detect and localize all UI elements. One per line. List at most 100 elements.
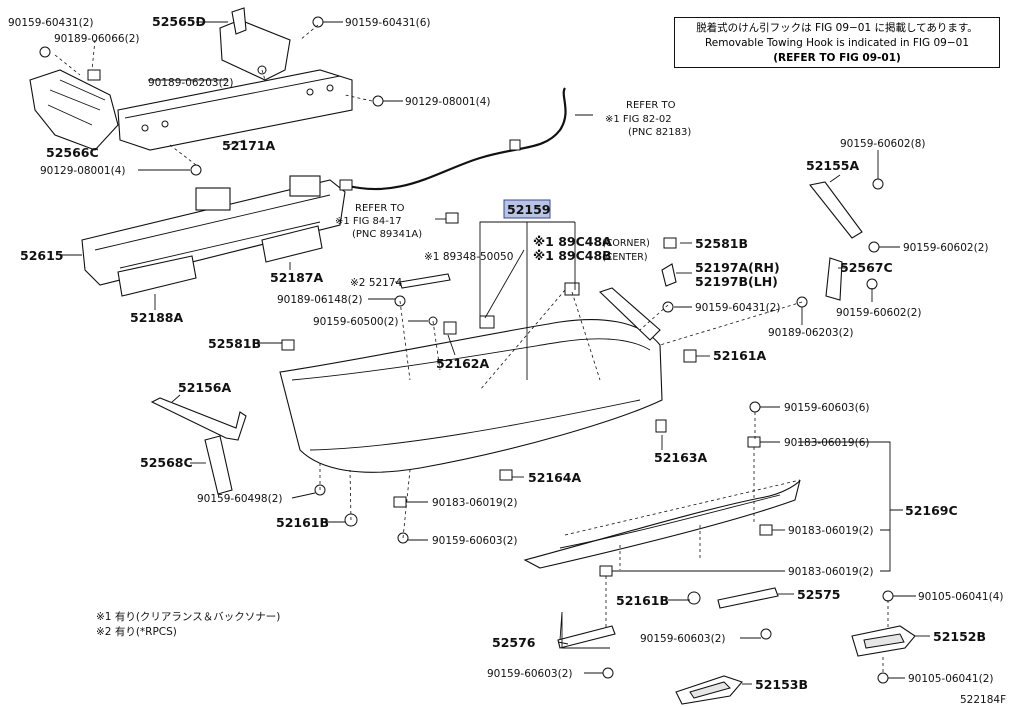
retainer-52174[interactable]	[399, 273, 451, 289]
label-52581b-right[interactable]: 52581B	[695, 236, 748, 251]
part-52161a[interactable]	[683, 349, 697, 363]
label-52169c[interactable]: 52169C	[905, 503, 958, 518]
label-89348-50050[interactable]: ※1 89348-50050	[424, 251, 513, 263]
sensor-89348-50050[interactable]	[479, 315, 495, 329]
refer-harness-b-line1[interactable]: REFER TO	[355, 203, 405, 214]
part-52162a[interactable]	[443, 321, 457, 335]
bolt-90129-08001-bottom[interactable]	[190, 164, 202, 176]
bolt-90129-08001-top[interactable]	[372, 95, 384, 107]
nut-90159-60431-right[interactable]	[662, 301, 674, 313]
part-52155a[interactable]	[809, 181, 863, 239]
part-52188a[interactable]	[117, 255, 197, 297]
clip-90189-06066[interactable]	[87, 69, 101, 81]
label-90159-60602-2-low[interactable]: 90159-60602(2)	[836, 307, 921, 319]
label-52162a[interactable]: 52162A	[436, 356, 489, 371]
sensor-89c48[interactable]	[564, 282, 580, 296]
label-89c48a[interactable]: ※1 89C48A	[533, 234, 612, 249]
screw-90159-60602-top[interactable]	[872, 178, 884, 190]
label-52156a[interactable]: 52156A	[178, 380, 231, 395]
label-52575[interactable]: 52575	[797, 587, 841, 602]
label-52568c[interactable]: 52568C	[140, 455, 193, 470]
part-52161b-right[interactable]	[687, 591, 701, 605]
label-52161a[interactable]: 52161A	[713, 348, 766, 363]
label-52164a[interactable]: 52164A	[528, 470, 581, 485]
refer-harness-a-line3[interactable]: (PNC 82183)	[628, 127, 691, 138]
screw-90105-06041-top[interactable]	[882, 590, 894, 602]
part-52156a[interactable]	[150, 397, 247, 441]
label-90129-08001-4-top[interactable]: 90129-08001(4)	[405, 96, 490, 108]
screw-90159-60603-right[interactable]	[749, 401, 761, 413]
label-90159-60431-2-right[interactable]: 90159-60431(2)	[695, 302, 780, 314]
part-52615[interactable]	[81, 175, 346, 286]
part-52152b[interactable]	[851, 625, 916, 657]
label-90105-06041-4[interactable]: 90105-06041(4)	[918, 591, 1003, 603]
label-52159[interactable]: 52159	[507, 202, 551, 217]
part-52565d[interactable]	[219, 7, 291, 81]
label-52197a-rh[interactable]: 52197A(RH)	[695, 260, 780, 275]
label-52567c[interactable]: 52567C	[840, 260, 893, 275]
part-52576[interactable]	[557, 625, 616, 649]
label-52161b-left[interactable]: 52161B	[276, 515, 329, 530]
part-52159-bumper-cover[interactable]	[279, 287, 663, 473]
retainer-52197[interactable]	[661, 263, 677, 287]
label-90159-60602-2-mid[interactable]: 90159-60602(2)	[903, 242, 988, 254]
part-52187a[interactable]	[261, 225, 323, 263]
label-52163a[interactable]: 52163A	[654, 450, 707, 465]
nut-90183-06019-left[interactable]	[393, 496, 407, 508]
label-90105-06041-2[interactable]: 90105-06041(2)	[908, 673, 993, 685]
label-90159-60500-2[interactable]: 90159-60500(2)	[313, 316, 398, 328]
part-52171a[interactable]	[117, 69, 353, 151]
label-90159-60498-2[interactable]: 90159-60498(2)	[197, 493, 282, 505]
wire-harness[interactable]	[339, 87, 567, 191]
part-52568c[interactable]	[204, 435, 233, 495]
label-52174[interactable]: ※2 52174	[350, 277, 403, 289]
screw-90159-60602-mid[interactable]	[868, 241, 880, 253]
part-52566c[interactable]	[29, 69, 119, 151]
label-52152b[interactable]: 52152B	[933, 629, 986, 644]
label-52566c[interactable]: 52566C	[46, 145, 99, 160]
label-52576[interactable]: 52576	[492, 635, 536, 650]
refer-harness-b-line3[interactable]: (PNC 89341A)	[352, 229, 422, 240]
label-90159-60431-2[interactable]: 90159-60431(2)	[8, 17, 93, 29]
label-52565d[interactable]: 52565D	[152, 14, 206, 29]
part-52153b[interactable]	[675, 675, 743, 705]
label-90159-60603-6[interactable]: 90159-60603(6)	[784, 402, 869, 414]
label-52197b-lh[interactable]: 52197B(LH)	[695, 274, 778, 289]
label-90189-06066-2[interactable]: 90189-06066(2)	[54, 33, 139, 45]
part-52169c[interactable]	[523, 479, 801, 569]
label-90159-60431-6[interactable]: 90159-60431(6)	[345, 17, 430, 29]
label-90159-60603-2-52576[interactable]: 90159-60603(2)	[487, 668, 572, 680]
part-52164a[interactable]	[499, 469, 513, 481]
label-52171a[interactable]: 52171A	[222, 138, 275, 153]
label-90183-06019-2-c[interactable]: 90183-06019(2)	[788, 566, 873, 578]
screw-90159-60603-52575[interactable]	[760, 628, 772, 640]
label-89c48b[interactable]: ※1 89C48B	[533, 248, 612, 263]
refer-harness-b-line2[interactable]: ※1 FIG 84-17	[335, 216, 402, 227]
nut-52581b-left[interactable]	[281, 339, 295, 351]
refer-harness-a-line2[interactable]: ※1 FIG 82-02	[605, 114, 672, 125]
label-90159-60603-2-52575[interactable]: 90159-60603(2)	[640, 633, 725, 645]
label-90189-06203-2-top[interactable]: 90189-06203(2)	[148, 77, 233, 89]
clip-89341a[interactable]	[445, 212, 459, 224]
nut-90183-06019-c[interactable]	[599, 565, 613, 577]
label-90183-06019-2-left[interactable]: 90183-06019(2)	[432, 497, 517, 509]
nut-52581b-right[interactable]	[663, 237, 677, 249]
notice-line-ref[interactable]: (REFER TO FIG 09-01)	[773, 52, 901, 64]
label-52161b-right[interactable]: 52161B	[616, 593, 669, 608]
screw-90159-60602-low[interactable]	[866, 278, 878, 290]
nut-90159-60431-left[interactable]	[39, 46, 51, 58]
label-52155a[interactable]: 52155A	[806, 158, 859, 173]
screw-90105-06041-bottom[interactable]	[877, 672, 889, 684]
part-52575[interactable]	[717, 587, 779, 609]
screw-90159-60603-52576[interactable]	[602, 667, 614, 679]
label-90159-60602-8[interactable]: 90159-60602(8)	[840, 138, 925, 150]
label-90189-06148-2[interactable]: 90189-06148(2)	[277, 294, 362, 306]
refer-harness-a-line1[interactable]: REFER TO	[626, 100, 676, 111]
label-52615[interactable]: 52615	[20, 248, 64, 263]
label-90183-06019-6[interactable]: 90183-06019(6)	[784, 437, 869, 449]
nut-90183-06019-a[interactable]	[747, 436, 761, 448]
label-90189-06203-2-right[interactable]: 90189-06203(2)	[768, 327, 853, 339]
nut-90183-06019-b[interactable]	[759, 524, 773, 536]
label-90183-06019-2-b[interactable]: 90183-06019(2)	[788, 525, 873, 537]
label-90159-60603-2-left[interactable]: 90159-60603(2)	[432, 535, 517, 547]
